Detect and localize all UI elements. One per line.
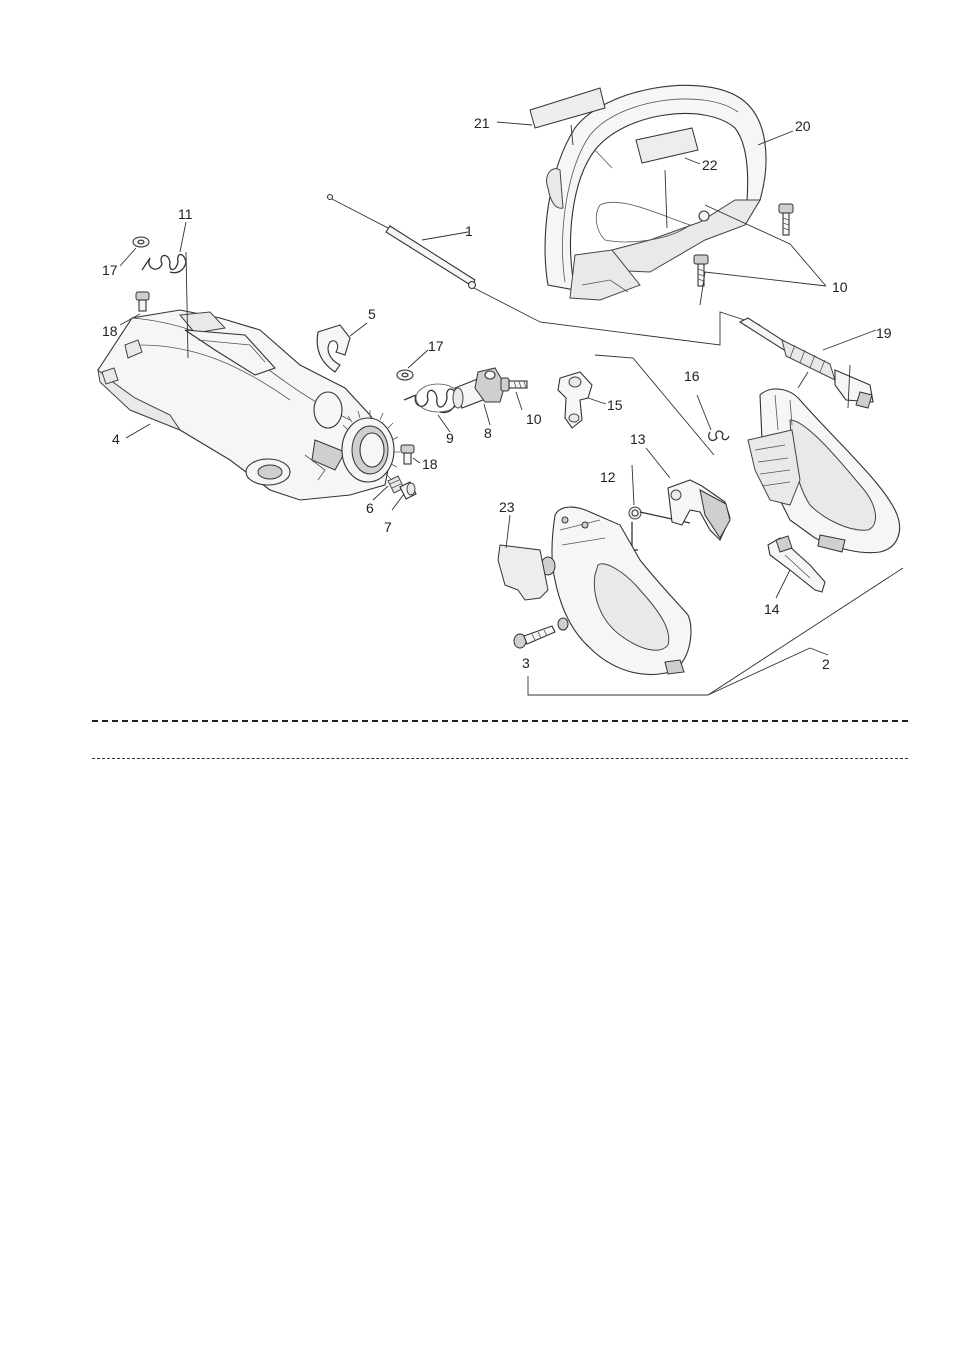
callout-6: 6 bbox=[366, 500, 374, 516]
bolt-10-center bbox=[501, 378, 527, 391]
screw-18-left bbox=[136, 292, 149, 311]
screw-18-center bbox=[401, 445, 414, 464]
dashed-divider-light bbox=[92, 758, 908, 759]
callout-7: 7 bbox=[384, 519, 392, 535]
callout-22: 22 bbox=[702, 157, 718, 173]
callout-3: 3 bbox=[522, 655, 530, 671]
callout-17-center: 17 bbox=[428, 338, 444, 354]
callout-14: 14 bbox=[764, 601, 780, 617]
front-handle-bar bbox=[545, 85, 766, 300]
lockout-lever-14 bbox=[768, 536, 825, 592]
rear-handle-right-half bbox=[748, 389, 900, 553]
spring-16 bbox=[697, 395, 729, 440]
callout-1: 1 bbox=[465, 223, 473, 239]
callout-17-left: 17 bbox=[102, 262, 118, 278]
callout-19: 19 bbox=[876, 325, 892, 341]
rear-handle-left-half bbox=[541, 507, 691, 674]
throttle-trigger-13 bbox=[668, 480, 730, 540]
callout-18-left: 18 bbox=[102, 323, 118, 339]
lower-handle-body bbox=[98, 310, 400, 500]
callout-12: 12 bbox=[600, 469, 616, 485]
callout-4: 4 bbox=[112, 431, 120, 447]
callout-9: 9 bbox=[446, 430, 454, 446]
callout-11: 11 bbox=[178, 206, 193, 222]
callout-23: 23 bbox=[499, 499, 515, 515]
label-sticker-23 bbox=[498, 545, 548, 600]
shaft-8 bbox=[453, 368, 505, 408]
callout-16: 16 bbox=[684, 368, 700, 384]
exploded-parts-diagram: 1 2 3 4 5 6 7 8 9 10 10 11 12 13 14 15 1… bbox=[0, 0, 954, 710]
callout-18-center: 18 bbox=[422, 456, 438, 472]
lever-15 bbox=[558, 372, 592, 428]
label-sticker-22 bbox=[636, 128, 698, 163]
callout-21: 21 bbox=[474, 115, 490, 131]
bolt-10-upper bbox=[779, 204, 793, 235]
dashed-divider-heavy bbox=[92, 720, 908, 722]
callout-5: 5 bbox=[368, 306, 376, 322]
bolt-10-lower bbox=[694, 255, 708, 286]
washer-17-left bbox=[133, 237, 149, 247]
callout-2: 2 bbox=[822, 656, 830, 672]
screw-3 bbox=[514, 626, 555, 648]
throttle-cable bbox=[328, 195, 761, 346]
callout-10-handle: 10 bbox=[832, 279, 848, 295]
spring-9 bbox=[404, 384, 460, 412]
callout-20: 20 bbox=[795, 118, 811, 134]
washer-17-center bbox=[397, 370, 413, 380]
spring-11 bbox=[142, 255, 186, 273]
clip-5 bbox=[317, 325, 350, 372]
callout-8: 8 bbox=[484, 425, 492, 441]
callout-13: 13 bbox=[630, 431, 646, 447]
callout-10-center: 10 bbox=[526, 411, 542, 427]
callout-15: 15 bbox=[607, 397, 623, 413]
